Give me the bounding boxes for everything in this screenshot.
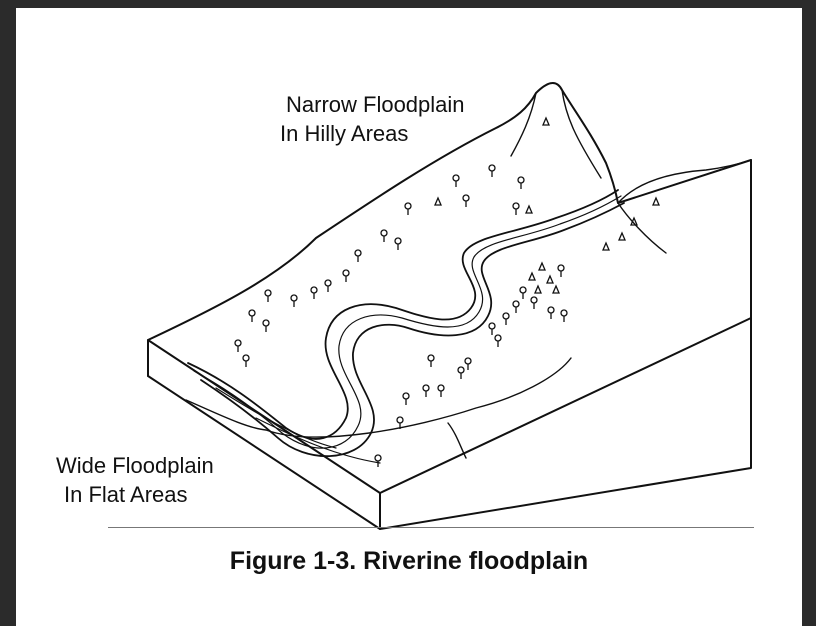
tree-icon	[463, 195, 469, 207]
tree-icon	[291, 295, 297, 307]
tree-icon	[405, 203, 411, 215]
tree-icon	[561, 310, 567, 322]
conifer-icon	[435, 198, 441, 205]
tree-icon	[355, 250, 361, 262]
conifer-icon	[543, 118, 549, 125]
tree-icon	[235, 340, 241, 352]
tree-icon	[465, 358, 471, 370]
tree-icon	[263, 320, 269, 332]
tree-icon	[343, 270, 349, 282]
tree-cluster	[235, 165, 567, 467]
terrain-outline	[148, 83, 751, 529]
tree-icon	[395, 238, 401, 250]
conifer-icon	[529, 273, 535, 280]
tree-icon	[489, 165, 495, 177]
tree-icon	[249, 310, 255, 322]
conifer-icon	[603, 243, 609, 250]
tree-icon	[520, 287, 526, 299]
conifer-icon	[547, 276, 553, 283]
tree-icon	[518, 177, 524, 189]
tree-icon	[495, 335, 501, 347]
conifer-icon	[553, 286, 559, 293]
tree-icon	[453, 175, 459, 187]
tree-icon	[558, 265, 564, 277]
tree-icon	[311, 287, 317, 299]
tree-icon	[243, 355, 249, 367]
conifer-icon	[619, 233, 625, 240]
tree-icon	[325, 280, 331, 292]
tree-icon	[513, 301, 519, 313]
tree-icon	[489, 323, 495, 335]
figure-caption: Figure 1-3. Riverine floodplain	[16, 547, 802, 576]
front-strata	[216, 388, 380, 463]
tree-icon	[375, 455, 381, 467]
tree-icon	[265, 290, 271, 302]
conifer-icon	[535, 286, 541, 293]
narrow-floodplain-label-line1: Narrow Floodplain	[286, 91, 465, 118]
tree-icon	[381, 230, 387, 242]
tree-icon	[403, 393, 409, 405]
tree-icon	[548, 307, 554, 319]
narrow-floodplain-label-line2: In Hilly Areas	[280, 120, 408, 147]
tree-icon	[503, 313, 509, 325]
conifer-icon	[653, 198, 659, 205]
caption-divider	[108, 527, 754, 528]
tree-icon	[458, 367, 464, 379]
wide-floodplain-label-line2: In Flat Areas	[64, 481, 188, 508]
tree-icon	[531, 297, 537, 309]
conifer-icon	[539, 263, 545, 270]
tree-icon	[423, 385, 429, 397]
wide-floodplain-label-line1: Wide Floodplain	[56, 452, 214, 479]
conifer-cluster	[435, 118, 659, 293]
river-bank-left	[188, 190, 618, 439]
conifer-icon	[526, 206, 532, 213]
tree-icon	[438, 385, 444, 397]
tree-icon	[513, 203, 519, 215]
floodplain-boundary	[186, 358, 571, 458]
figure-frame: Narrow Floodplain In Hilly Areas Wide Fl…	[16, 8, 802, 626]
tree-icon	[428, 355, 434, 367]
